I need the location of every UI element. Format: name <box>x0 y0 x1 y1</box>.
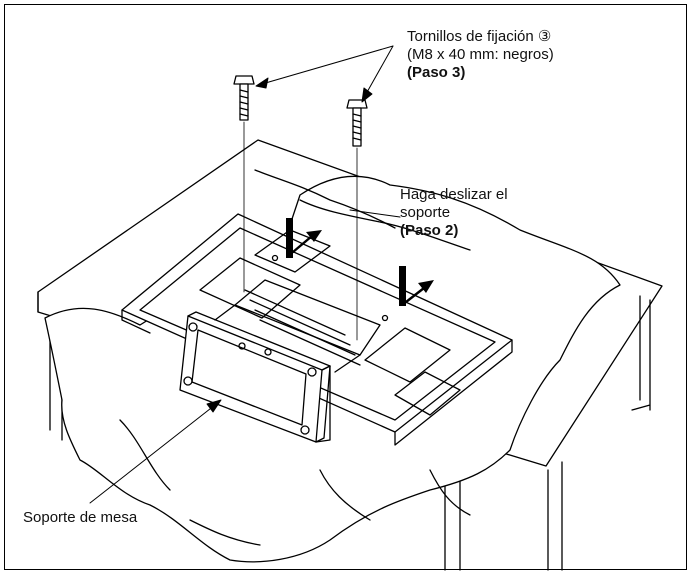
slide-arrows <box>286 218 434 306</box>
slide-callout-step: (Paso 2) <box>400 222 459 239</box>
stand-callout: Soporte de mesa <box>23 509 137 527</box>
slide-callout-line2: soporte <box>400 204 451 221</box>
slide-callout-line1: Haga deslizar el <box>400 186 508 203</box>
diagram-frame <box>4 4 687 570</box>
screws-callout-step: (Paso 3) <box>407 64 466 81</box>
screws-callout-line1: Tornillos de fijación ③ <box>407 28 552 45</box>
table-stand <box>179 254 389 443</box>
screws-callout: Tornillos de fijación ③ (M8 x 40 mm: neg… <box>407 28 554 82</box>
leader-lines <box>89 45 401 504</box>
slide-callout: Haga deslizar el soporte (Paso 2) <box>400 186 508 240</box>
screw-left <box>233 75 255 293</box>
screws-callout-line2: (M8 x 40 mm: negros) <box>407 46 554 63</box>
stand-callout-line1: Soporte de mesa <box>23 509 138 526</box>
